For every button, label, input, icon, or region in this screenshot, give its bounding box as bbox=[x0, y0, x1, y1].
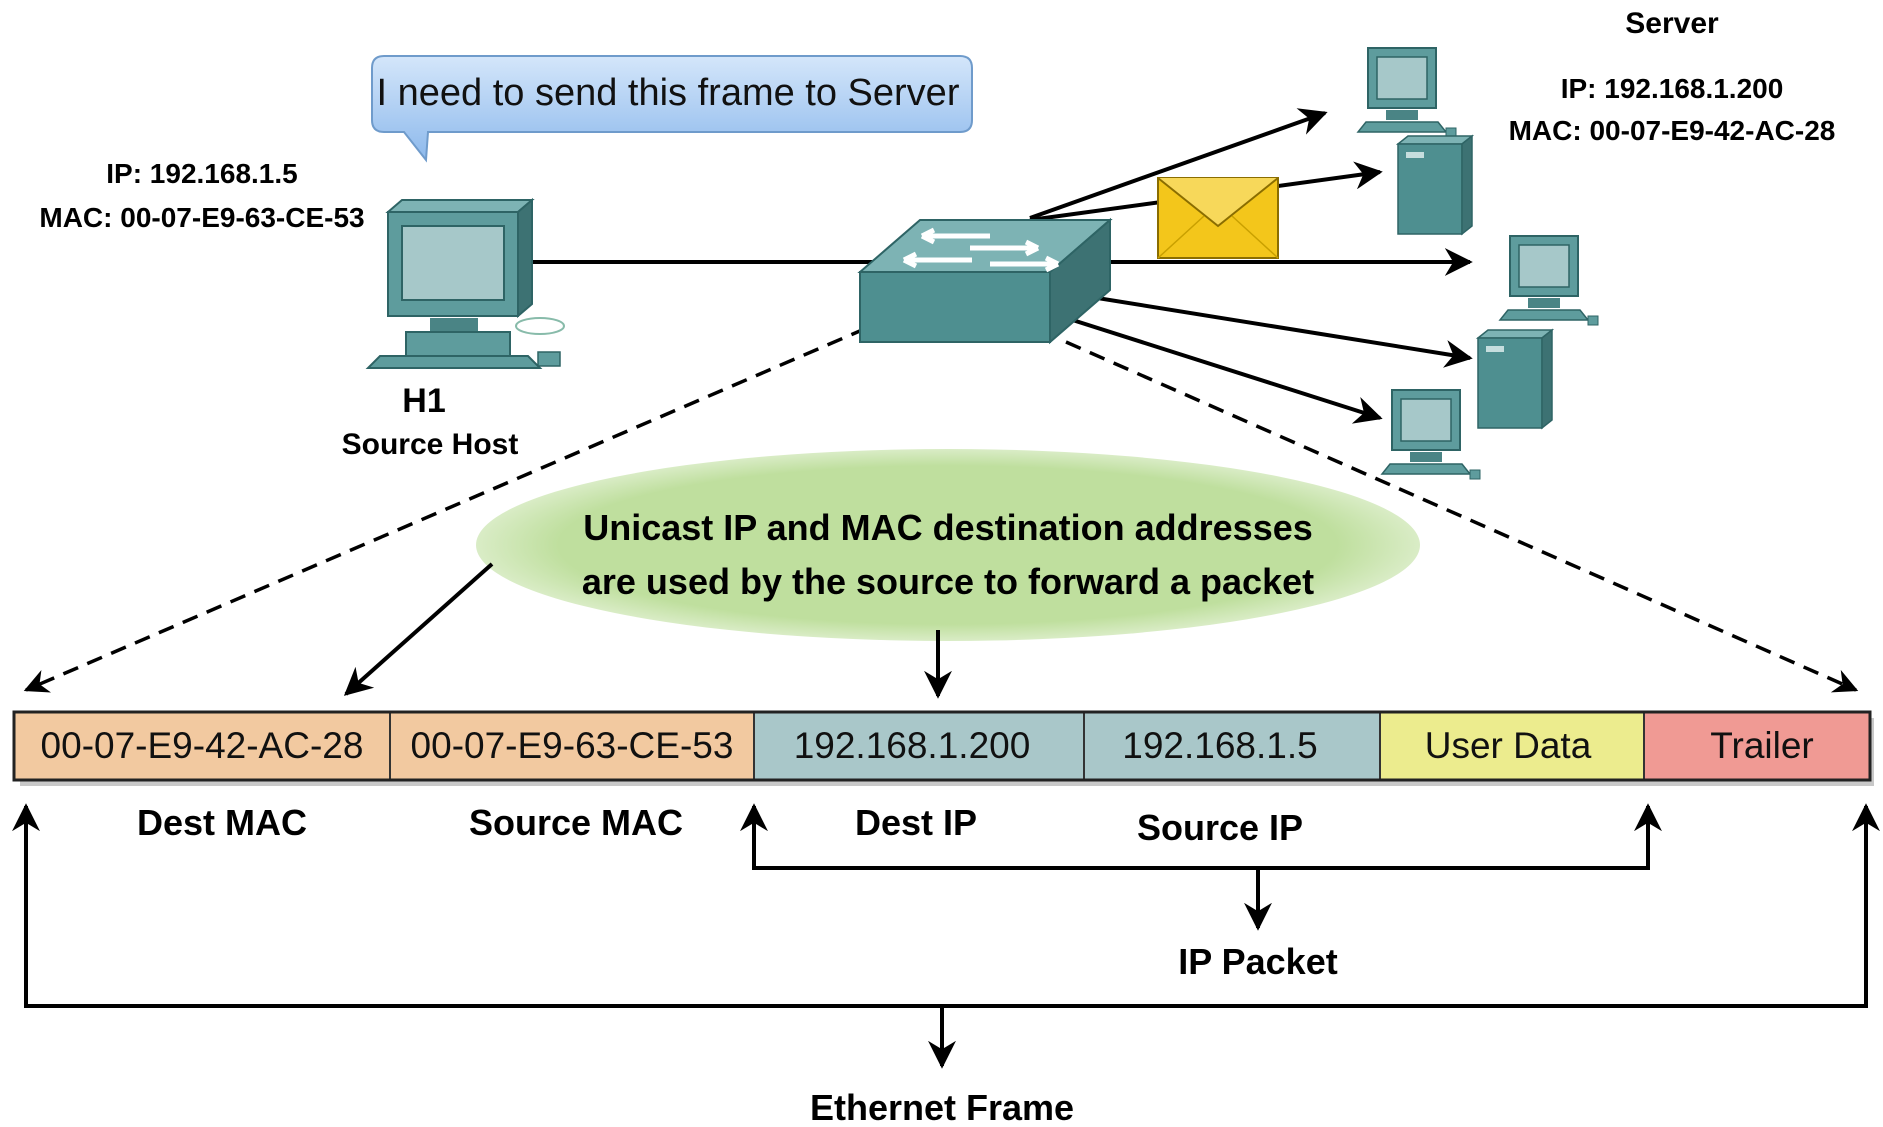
dashed-right-expansion bbox=[1065, 340, 1859, 693]
speech-bubble-text: I need to send this frame to Server bbox=[377, 72, 960, 114]
h1-name-label: H1 bbox=[402, 382, 445, 420]
trailer-value: Trailer bbox=[1710, 725, 1813, 766]
server2-icon bbox=[1477, 329, 1553, 429]
server-title: Server bbox=[1625, 7, 1719, 40]
h1-role-label: Source Host bbox=[342, 428, 519, 461]
source-mac-label-field: Source MAC bbox=[469, 802, 683, 843]
envelope-icon bbox=[1157, 177, 1279, 259]
ethernet-frame-bar: 00-07-E9-42-AC-28 00-07-E9-63-CE-53 192.… bbox=[12, 710, 1874, 786]
speech-bubble: I need to send this frame to Server bbox=[371, 55, 973, 163]
dest-ip-value: 192.168.1.200 bbox=[794, 725, 1031, 766]
switch-to-pc-top-link bbox=[1029, 108, 1328, 220]
ethernet-frame-bracket bbox=[11, 803, 1880, 1069]
field-user-data bbox=[1379, 711, 1645, 781]
callout-to-dest-mac-arrow bbox=[343, 562, 494, 696]
field-dest-ip bbox=[753, 711, 1085, 781]
callout-line-1: Unicast IP and MAC destination addresses bbox=[583, 507, 1313, 548]
server-icon bbox=[1397, 135, 1473, 235]
source-ip-label-field: Source IP bbox=[1137, 807, 1303, 848]
source-mac-value: 00-07-E9-63-CE-53 bbox=[411, 725, 734, 766]
ip-packet-label: IP Packet bbox=[1178, 941, 1337, 982]
callout-ellipse bbox=[476, 449, 1420, 641]
dest-ip-label: Dest IP bbox=[855, 802, 977, 843]
dest-mac-value: 00-07-E9-42-AC-28 bbox=[41, 725, 364, 766]
pc-top-icon bbox=[1357, 47, 1457, 138]
field-source-mac bbox=[389, 711, 755, 781]
switch-icon bbox=[857, 217, 1113, 345]
pc-bottom-icon bbox=[1381, 389, 1481, 480]
source-ip-label: IP: 192.168.1.5 bbox=[106, 158, 297, 189]
ethernet-frame-label: Ethernet Frame bbox=[810, 1087, 1074, 1127]
switch-to-server2-link bbox=[1059, 290, 1473, 368]
dest-mac-label: Dest MAC bbox=[137, 802, 307, 843]
field-source-ip bbox=[1083, 711, 1381, 781]
source-mac-label: MAC: 00-07-E9-63-CE-53 bbox=[39, 202, 364, 233]
server-ip-label: IP: 192.168.1.200 bbox=[1561, 73, 1784, 104]
callout-line-2: are used by the source to forward a pack… bbox=[582, 561, 1314, 602]
server-mac-label: MAC: 00-07-E9-42-AC-28 bbox=[1509, 115, 1836, 146]
pc-middle-icon bbox=[1499, 235, 1599, 326]
user-data-value: User Data bbox=[1425, 725, 1592, 766]
h1-pc-icon bbox=[365, 197, 565, 369]
dashed-left-expansion bbox=[23, 316, 891, 693]
ip-packet-bracket bbox=[740, 803, 1662, 931]
switch-to-pc-bottom-link bbox=[1059, 314, 1383, 424]
source-ip-value: 192.168.1.5 bbox=[1122, 725, 1317, 766]
